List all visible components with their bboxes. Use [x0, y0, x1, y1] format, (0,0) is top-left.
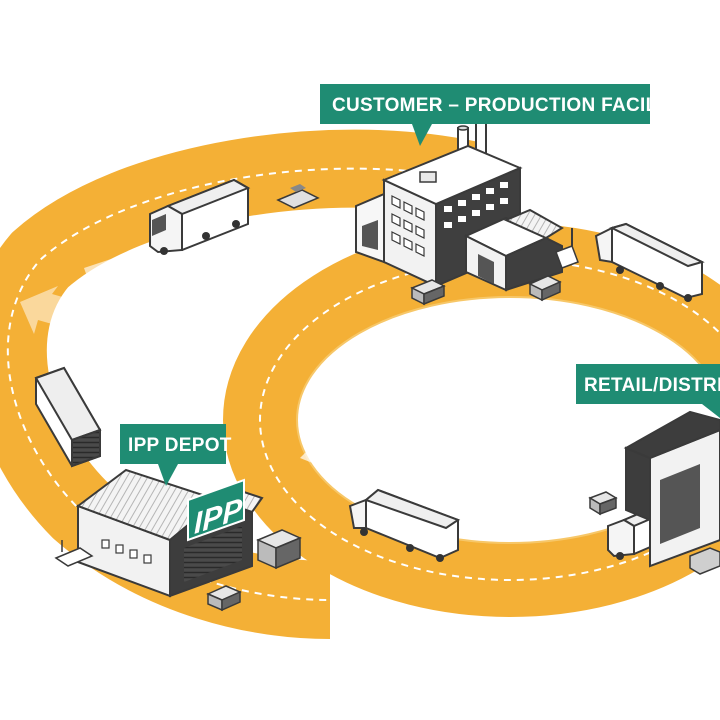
warehouse-icon — [623, 410, 720, 568]
pallet-icon — [689, 547, 720, 575]
loading-ramp — [54, 540, 94, 567]
customer-facility-label: CUSTOMER – PRODUCTION FACILITY — [332, 95, 688, 116]
depot-icon — [75, 468, 264, 598]
pallet-icon — [256, 529, 302, 570]
truck-icon — [594, 222, 705, 302]
truck-icon — [34, 366, 102, 468]
pallet-icon — [528, 275, 562, 302]
flow-arrow-icon — [300, 446, 360, 476]
truck-icon — [348, 488, 461, 562]
ipp-depot-label: IPP DEPOT — [128, 435, 232, 456]
pallet-icon — [206, 585, 242, 612]
callout-retail-distribution: RETAIL/DISTRIB — [576, 364, 720, 418]
pallet-icon — [588, 491, 618, 516]
callout-customer-facility: CUSTOMER – PRODUCTION FACILITY — [320, 84, 688, 146]
callout-ipp-depot: IPP DEPOT — [120, 424, 232, 486]
pallet-icon — [276, 184, 320, 209]
warehouse-icon — [463, 208, 564, 292]
forklift-icon — [555, 228, 579, 269]
retail-distribution-label: RETAIL/DISTRIB — [584, 375, 720, 396]
flow-arrow-icon — [20, 254, 150, 334]
pallet-icon — [410, 279, 446, 306]
truck-icon — [149, 178, 251, 255]
